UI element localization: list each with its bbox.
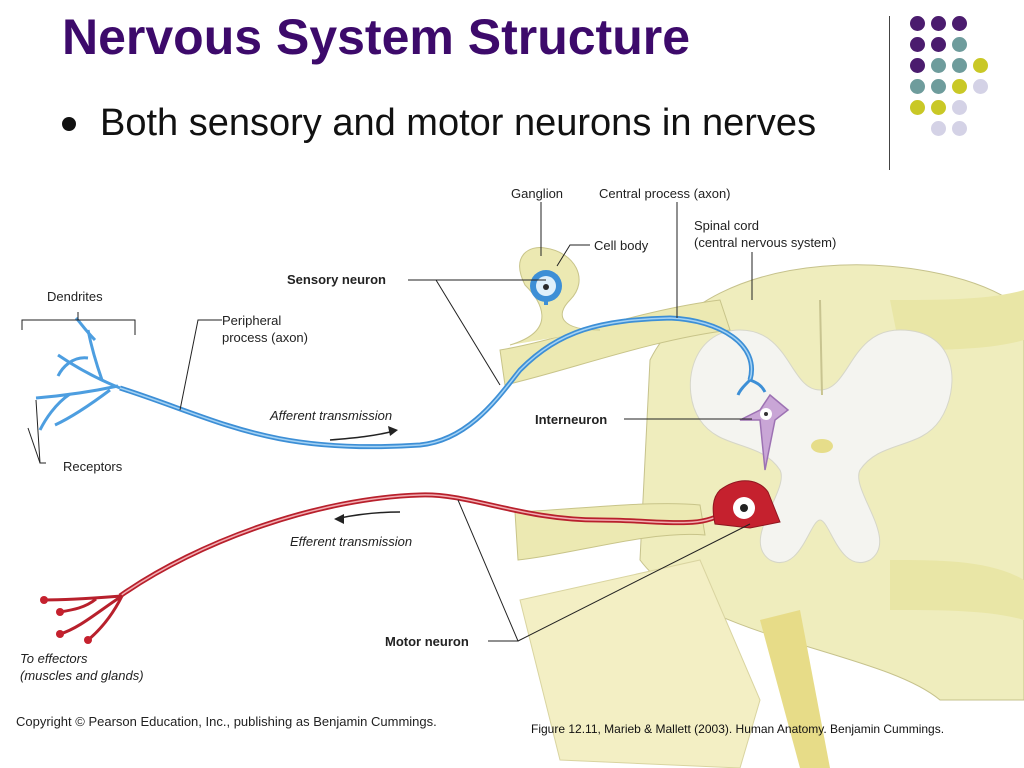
label-ganglion: Ganglion [511, 186, 563, 201]
figure-labels: Ganglion Central process (axon) Cell bod… [20, 186, 836, 683]
decorative-dot [931, 16, 946, 31]
decorative-dot [931, 100, 946, 115]
decorative-dot [952, 79, 967, 94]
label-peripheral: Peripheral [222, 313, 281, 328]
decorative-dot [931, 79, 946, 94]
label-central-process: Central process (axon) [599, 186, 731, 201]
decorative-dot [931, 58, 946, 73]
decorative-dot [910, 58, 925, 73]
afferent-arrow [329, 426, 398, 441]
central-canal [811, 439, 833, 453]
motor-axon-terminals [43, 594, 124, 642]
decorative-dot [910, 100, 925, 115]
label-spinal-cord: Spinal cord [694, 218, 759, 233]
copyright-text: Copyright © Pearson Education, Inc., pub… [16, 714, 437, 729]
sensory-dendrites [35, 316, 121, 431]
motor-cell-body [712, 480, 781, 529]
divider-line [889, 16, 890, 170]
decorative-dot [952, 121, 967, 136]
label-peripheral-process: process (axon) [222, 330, 308, 345]
slide-title: Nervous System Structure [62, 9, 691, 65]
label-interneuron: Interneuron [535, 412, 607, 427]
decorative-dot [952, 100, 967, 115]
decorative-dot [910, 16, 925, 31]
decorative-dot [931, 121, 946, 136]
spinal-cord [519, 264, 1024, 768]
efferent-arrow [334, 511, 401, 524]
decorative-dot [973, 58, 988, 73]
leader-lines [21, 202, 753, 642]
label-afferent-transmission: Afferent transmission [269, 408, 392, 423]
label-cell-body: Cell body [594, 238, 649, 253]
label-motor-neuron: Motor neuron [385, 634, 469, 649]
decorative-dot [973, 79, 988, 94]
figure-caption: Figure 12.11, Marieb & Mallett (2003). H… [531, 722, 945, 736]
label-dendrites: Dendrites [47, 289, 103, 304]
sensory-axon-terminals [736, 378, 767, 396]
decorative-dot [952, 58, 967, 73]
decorative-dot [931, 37, 946, 52]
label-spinal-cord-cns: (central nervous system) [694, 235, 836, 250]
label-receptors: Receptors [63, 459, 123, 474]
motor-neuron-axon [118, 492, 727, 599]
decorative-dot [952, 37, 967, 52]
motor-terminal-bulbs [40, 596, 92, 644]
decorative-dot [910, 37, 925, 52]
sensory-cell-body [530, 270, 562, 302]
interneuron-cell [739, 393, 790, 471]
bullet-item: Both sensory and motor neurons in nerves [62, 102, 816, 145]
bullet-icon [62, 116, 76, 131]
label-efferent-transmission: Efferent transmission [290, 534, 412, 549]
bullet-text: Both sensory and motor neurons in nerves [100, 102, 817, 144]
label-to-effectors: To effectors [20, 651, 88, 666]
label-muscles-glands: (muscles and glands) [20, 668, 144, 683]
decorative-dot [952, 16, 967, 31]
decorative-dot [910, 79, 925, 94]
label-sensory-neuron: Sensory neuron [287, 272, 386, 287]
